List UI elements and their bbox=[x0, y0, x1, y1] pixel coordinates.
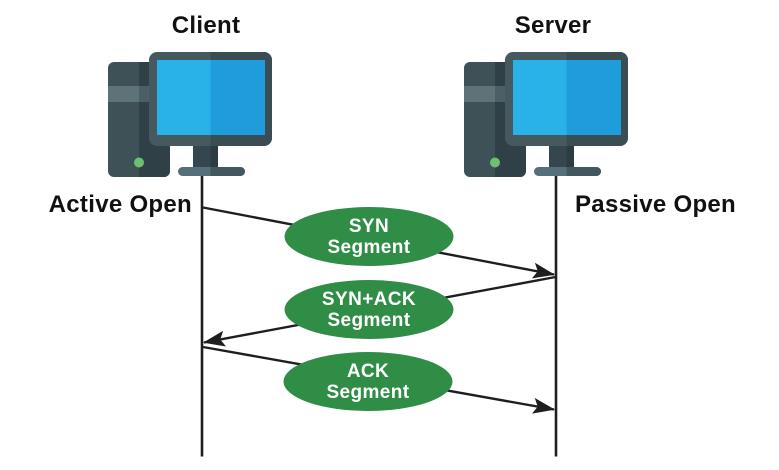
syn-ack-segment-ellipse bbox=[284, 280, 454, 339]
server-computer-icon bbox=[464, 52, 628, 177]
syn-segment-label-line1: SYN bbox=[348, 216, 390, 237]
ack-segment-label-line2: Segment bbox=[326, 382, 410, 403]
syn-segment-ellipse bbox=[284, 207, 454, 266]
syn-ack-segment-label: SYN+ACK Segment bbox=[279, 289, 459, 331]
ack-segment-label: ACK Segment bbox=[278, 361, 458, 403]
ack-segment-label-line1: ACK bbox=[346, 361, 390, 382]
ack-segment-ellipse bbox=[283, 352, 453, 411]
client-label: Client bbox=[171, 12, 241, 39]
passive-open-label: Passive Open bbox=[575, 191, 737, 218]
segment-ellipses bbox=[283, 207, 454, 411]
syn-ack-segment-label-line1: SYN+ACK bbox=[321, 289, 417, 310]
syn-segment-label-line2: Segment bbox=[327, 237, 411, 258]
syn-ack-segment-label-line2: Segment bbox=[327, 310, 411, 331]
syn-segment-label: SYN Segment bbox=[279, 216, 459, 258]
timelines bbox=[200, 168, 558, 457]
active-open-label: Active Open bbox=[48, 191, 192, 218]
client-computer-icon bbox=[108, 52, 272, 177]
server-label: Server bbox=[514, 12, 592, 39]
